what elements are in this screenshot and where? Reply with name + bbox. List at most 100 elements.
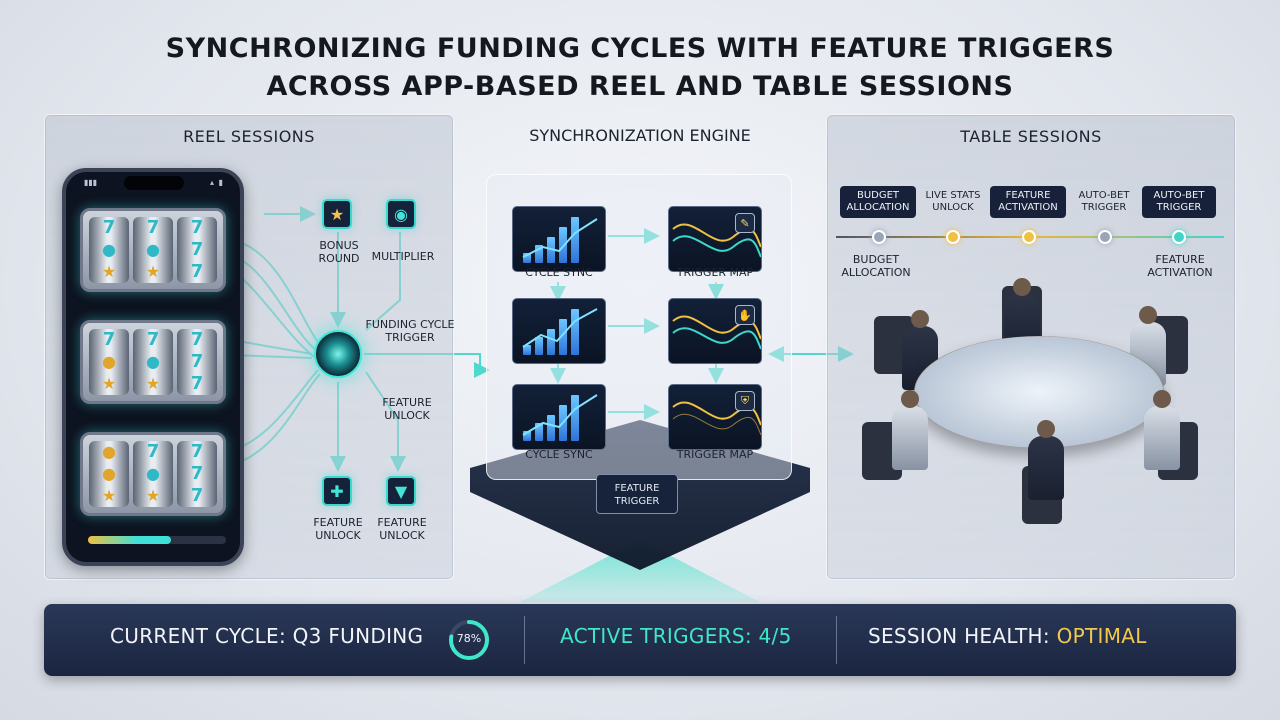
reel-column: 7●★ — [133, 217, 173, 283]
star-icon: ★ — [146, 262, 160, 282]
chip-budget-allocation[interactable]: Budget Allocation — [840, 186, 916, 218]
star-icon: ★ — [102, 486, 116, 506]
timeline-label-feature: Feature Activation — [1140, 253, 1220, 279]
timeline-dot[interactable] — [1022, 230, 1036, 244]
seven-symbol-icon: 7 — [191, 218, 204, 238]
phone-status-left: ▮▮▮ — [84, 178, 97, 187]
chip-live-stats-unlock[interactable]: Live Stats Unlock — [920, 186, 986, 218]
timeline-dot[interactable] — [1098, 230, 1112, 244]
chip-auto-bet-trigger[interactable]: Auto-Bet Trigger — [1142, 186, 1216, 218]
phone-status-right: ▴ ▮ — [210, 178, 224, 187]
active-triggers-label: Active Triggers: 4/5 — [560, 624, 792, 648]
reel-sessions-title: Reel Sessions — [45, 127, 453, 146]
trend-line-icon — [513, 299, 606, 364]
engine-title: Synchronization Engine — [470, 126, 810, 145]
chip-auto-bet-trigger[interactable]: Auto-Bet Trigger — [1070, 186, 1138, 218]
trigger-map-card[interactable]: ⛨ — [668, 384, 762, 450]
seven-symbol-icon: 7 — [191, 442, 204, 462]
seven-symbol-icon: 7 — [191, 330, 204, 350]
person — [1028, 436, 1064, 500]
coin-icon: ● — [102, 442, 116, 462]
coin-icon: ● — [146, 352, 160, 372]
trigger-map-label: Trigger Map — [660, 448, 770, 461]
cycle-sync-label: Cycle Sync — [504, 266, 614, 279]
seven-symbol-icon: 7 — [103, 330, 116, 350]
star-icon: ★ — [102, 262, 116, 282]
trigger-map-card[interactable]: ✎ — [668, 206, 762, 272]
session-health-value: Optimal — [1057, 624, 1147, 648]
funding-cycle-trigger-label: Funding Cycle Trigger — [358, 318, 462, 344]
reel-column: 7●★ — [133, 329, 173, 395]
seven-symbol-icon: 7 — [191, 374, 204, 394]
timeline-dot[interactable] — [872, 230, 886, 244]
trend-line-icon — [513, 207, 606, 272]
seven-symbol-icon: 7 — [191, 486, 204, 506]
status-divider — [836, 616, 837, 664]
star-icon[interactable]: ★ — [322, 199, 352, 229]
phone-notch — [124, 176, 184, 190]
star-icon: ★ — [146, 486, 160, 506]
feature-unlock-label: Feature Unlock — [372, 396, 442, 422]
seven-symbol-icon: 7 — [147, 442, 160, 462]
person — [892, 406, 928, 470]
status-divider — [524, 616, 525, 664]
cycle-progress-ring: 78% — [447, 618, 491, 662]
target-hub-icon[interactable] — [314, 330, 362, 378]
timeline-dot[interactable] — [946, 230, 960, 244]
table-sessions-title: Table Sessions — [827, 127, 1235, 146]
cycle-sync-card[interactable] — [512, 298, 606, 364]
phone-progress-fill — [88, 536, 171, 544]
seven-symbol-icon: 7 — [147, 218, 160, 238]
title-line-2: Across App-Based Reel and Table Sessions — [0, 68, 1280, 106]
reel-column: 7●★ — [89, 329, 129, 395]
seven-symbol-icon: 7 — [103, 218, 116, 238]
bonus-round-label: Bonus Round — [312, 239, 366, 265]
coin-icon: ● — [102, 352, 116, 372]
trigger-map-card[interactable]: ✋ — [668, 298, 762, 364]
session-health-label: Session Health: — [868, 624, 1057, 648]
timeline-label-budget: Budget Allocation — [836, 253, 916, 279]
coin-icon: ● — [146, 464, 160, 484]
cycle-sync-card[interactable] — [512, 384, 606, 450]
seven-symbol-icon: 7 — [191, 464, 204, 484]
multiplier-label: Multiplier — [366, 250, 440, 263]
coin-icon: ● — [146, 240, 160, 260]
seven-symbol-icon: 7 — [147, 330, 160, 350]
v-badge-icon[interactable]: ▼ — [386, 476, 416, 506]
chip-feature-activation[interactable]: Feature Activation — [990, 186, 1066, 218]
phone-progress-bar — [88, 536, 226, 544]
cycle-percent: 78% — [447, 632, 491, 645]
session-health: Session Health: Optimal — [868, 624, 1147, 648]
feature-unlock-label: Feature Unlock — [306, 516, 370, 542]
hand-icon: ✋ — [735, 305, 755, 325]
cycle-sync-card[interactable] — [512, 206, 606, 272]
seven-symbol-icon: 7 — [191, 240, 204, 260]
reel-column: 7●★ — [133, 441, 173, 507]
person — [1144, 406, 1180, 470]
seven-symbol-icon: 7 — [191, 352, 204, 372]
page-title: Synchronizing Funding Cycles with Featur… — [0, 30, 1280, 106]
reel-column: 7●★ — [89, 217, 129, 283]
reel-column: ●●★ — [89, 441, 129, 507]
cycle-sync-label: Cycle Sync — [504, 448, 614, 461]
trend-line-icon — [513, 385, 606, 450]
plus-shield-icon[interactable]: ✚ — [322, 476, 352, 506]
feature-trigger-box[interactable]: Feature Trigger — [596, 474, 678, 514]
gesture-icon: ✎ — [735, 213, 755, 233]
seven-symbol-icon: 7 — [191, 262, 204, 282]
coin-stack-icon[interactable]: ◉ — [386, 199, 416, 229]
timeline-dot[interactable] — [1172, 230, 1186, 244]
current-cycle-label: Current Cycle: Q3 Funding — [110, 624, 423, 648]
shield-icon: ⛨ — [735, 391, 755, 411]
table-meeting-illustration — [862, 286, 1212, 516]
star-icon: ★ — [102, 374, 116, 394]
star-icon: ★ — [146, 374, 160, 394]
coin-icon: ● — [102, 464, 116, 484]
